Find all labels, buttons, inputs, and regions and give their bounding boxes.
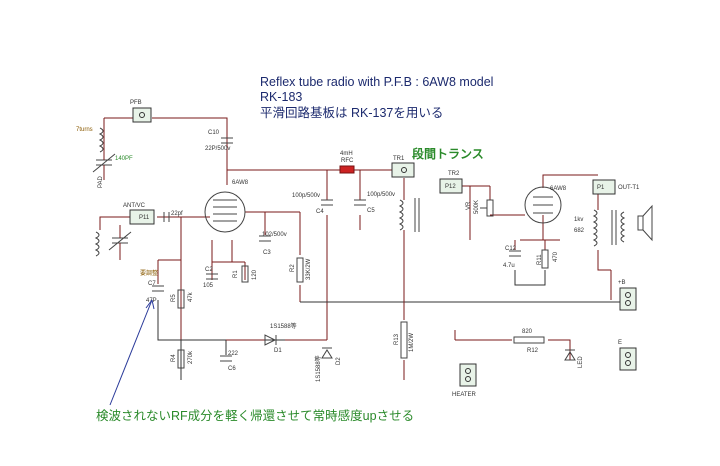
diode-d1: 1S1588等 D1 xyxy=(264,322,297,354)
diode-d2: 1S1588等 D2 xyxy=(314,347,342,382)
svg-text:47k: 47k xyxy=(188,291,194,302)
svg-text:500K: 500K xyxy=(474,200,480,214)
tube1-label: 6AW8 xyxy=(232,180,249,186)
svg-text:R2: R2 xyxy=(290,264,296,272)
svg-text:470: 470 xyxy=(553,251,559,262)
title-line-2: RK-183 xyxy=(260,90,302,104)
svg-text:P12: P12 xyxy=(445,184,456,190)
connector-ant: P11 ANT/VC xyxy=(123,203,155,225)
connector-tr1: TR1 xyxy=(391,156,415,178)
ant-label: ANT/VC xyxy=(123,203,146,209)
led: LED xyxy=(564,349,584,368)
connector-b-plus: +B xyxy=(618,280,637,311)
tube-6aw8-input: 6AW8 xyxy=(204,180,249,233)
coil-antenna xyxy=(94,231,100,257)
svg-text:R5: R5 xyxy=(171,294,177,302)
svg-text:C3: C3 xyxy=(263,250,271,256)
title-line-3: 平滑回路基板は RK-137を用いる xyxy=(260,105,443,120)
coil-tr1 xyxy=(398,198,420,232)
svg-text:C7: C7 xyxy=(148,281,156,287)
varcap-pad: 140PF PAD xyxy=(92,150,133,188)
svg-text:TR2: TR2 xyxy=(448,171,460,177)
connector-heater: HEATER xyxy=(452,363,477,398)
capacitors: C10 22P/500v 22pf 要調整 C7 47P C2 105 102/… xyxy=(140,130,521,372)
svg-text:820: 820 xyxy=(522,329,533,335)
svg-text:22pf: 22pf xyxy=(171,211,183,217)
svg-text:R11: R11 xyxy=(537,254,543,265)
svg-text:140PF: 140PF xyxy=(115,156,133,162)
svg-text:105: 105 xyxy=(203,283,214,289)
svg-text:E: E xyxy=(618,340,622,346)
svg-text:+B: +B xyxy=(618,280,626,286)
svg-text:PAD: PAD xyxy=(98,175,104,188)
svg-text:VR: VR xyxy=(466,201,472,210)
svg-text:1M/2W: 1M/2W xyxy=(409,333,415,352)
svg-text:LED: LED xyxy=(578,356,584,368)
svg-text:C12: C12 xyxy=(505,246,517,252)
svg-text:OUT-T1: OUT-T1 xyxy=(618,185,640,191)
svg-text:R4: R4 xyxy=(171,354,177,362)
tube-6aw8-output: 6AW8 xyxy=(524,186,567,224)
connector-e: E xyxy=(618,340,637,371)
pfb-label: PFB xyxy=(130,100,142,106)
svg-text:100p/500v: 100p/500v xyxy=(292,193,320,199)
svg-text:4mH: 4mH xyxy=(340,151,353,157)
tube2-label: 6AW8 xyxy=(550,186,567,192)
svg-text:TR1: TR1 xyxy=(393,156,405,162)
svg-text:1S1588等: 1S1588等 xyxy=(314,355,322,382)
svg-text:22P/500v: 22P/500v xyxy=(205,146,230,152)
svg-text:HEATER: HEATER xyxy=(452,392,477,398)
connector-tr2: P12 TR2 xyxy=(439,171,463,194)
svg-text:C10: C10 xyxy=(208,130,220,136)
rfc-choke: 4mH RFC xyxy=(339,151,355,174)
connector-out: P1 OUT-T1 xyxy=(592,179,640,195)
svg-text:33K/2W: 33K/2W xyxy=(306,258,312,280)
note-interstage: 段間トランス xyxy=(412,146,484,161)
arrow-note xyxy=(109,299,153,406)
varcap-vc xyxy=(108,225,132,260)
svg-text:682: 682 xyxy=(574,228,585,234)
svg-text:D1: D1 xyxy=(274,348,282,354)
svg-text:R13: R13 xyxy=(394,333,400,345)
svg-text:222: 222 xyxy=(228,351,239,357)
svg-text:P1: P1 xyxy=(597,185,605,191)
svg-text:R12: R12 xyxy=(527,348,539,354)
svg-text:7turns: 7turns xyxy=(76,127,93,133)
coil-output-transformer: 1kv 682 xyxy=(574,209,626,247)
speaker xyxy=(637,204,653,242)
svg-text:P11: P11 xyxy=(139,215,150,221)
connector-pfb: PFB xyxy=(130,100,152,123)
svg-text:4.7u: 4.7u xyxy=(503,263,515,269)
wiring xyxy=(99,117,620,380)
svg-text:270k: 270k xyxy=(188,350,194,364)
svg-text:R1: R1 xyxy=(233,270,239,278)
potentiometer-vr: VR 500K xyxy=(466,199,494,217)
svg-text:D2: D2 xyxy=(336,357,342,365)
svg-text:要調整: 要調整 xyxy=(140,269,158,277)
svg-text:1S1588等: 1S1588等 xyxy=(270,322,297,330)
svg-text:120: 120 xyxy=(252,269,258,280)
svg-text:C2: C2 xyxy=(205,267,213,273)
svg-text:102/500v: 102/500v xyxy=(262,232,287,238)
svg-text:C6: C6 xyxy=(228,366,236,372)
svg-text:RFC: RFC xyxy=(341,158,354,164)
resistors: R5 47k R4 270k R1 120 R2 33K/2W R13 1M/2… xyxy=(171,249,559,369)
svg-text:C4: C4 xyxy=(316,209,324,215)
svg-text:1kv: 1kv xyxy=(574,217,583,223)
svg-text:100p/500v: 100p/500v xyxy=(367,192,395,198)
note-feedback: 検波されないRF成分を軽く帰還させて常時感度upさせる xyxy=(96,408,414,423)
coil-pfb: 7turns xyxy=(76,127,104,153)
svg-text:C5: C5 xyxy=(367,208,375,214)
title-line-1: Reflex tube radio with P.F.B : 6AW8 mode… xyxy=(260,75,493,89)
